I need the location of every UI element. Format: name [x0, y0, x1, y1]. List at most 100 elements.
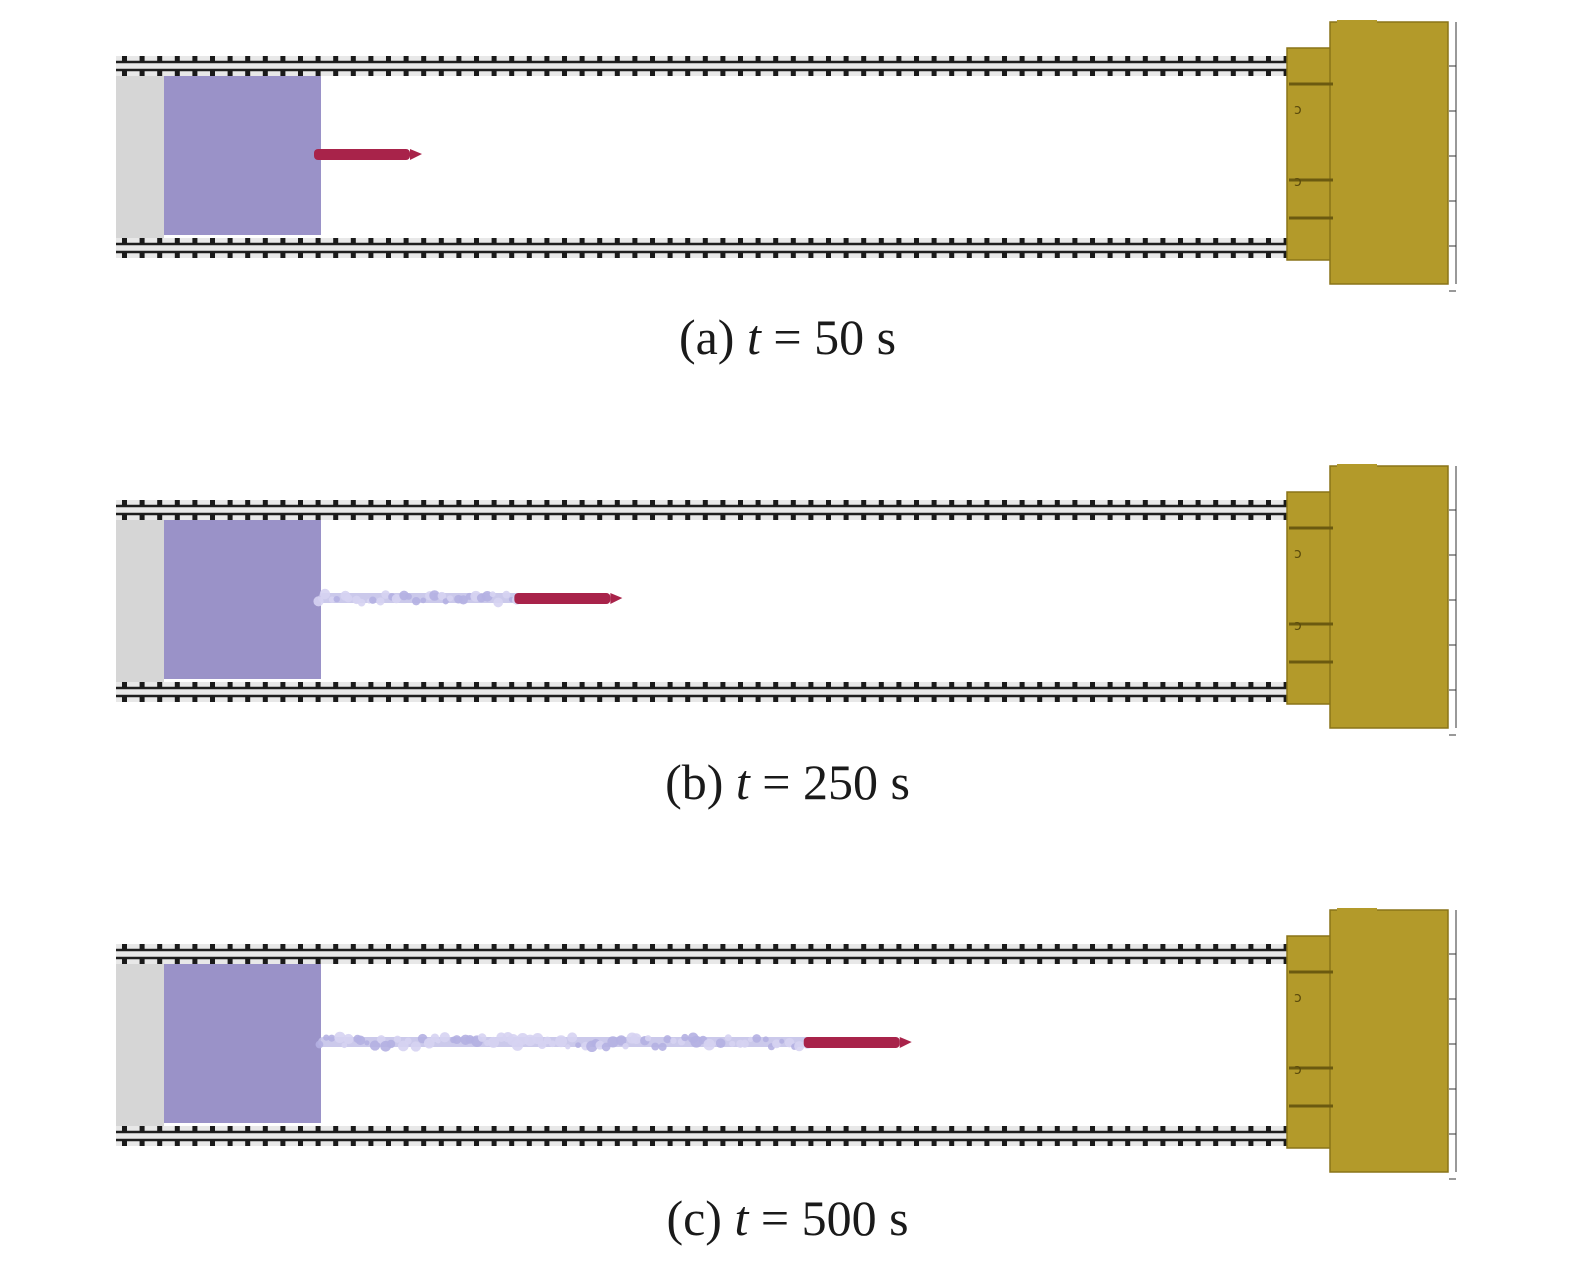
sleeper-tick: [403, 70, 409, 76]
sleeper-tick: [1178, 958, 1183, 964]
sleeper-tick: [949, 682, 955, 688]
sleeper-tick: [122, 252, 127, 258]
sleeper-tick: [210, 70, 215, 76]
sleeper-tick: [544, 70, 550, 76]
sleeper-tick: [878, 514, 884, 520]
sleeper-tick: [1283, 1126, 1289, 1132]
sleeper-tick: [720, 70, 726, 76]
sleeper-tick: [1125, 238, 1131, 244]
trail-puff: [437, 591, 447, 601]
sleeper-tick: [474, 56, 479, 62]
sleeper-tick: [139, 70, 145, 76]
sleeper-tick: [1019, 1140, 1025, 1146]
sleeper-tick: [1213, 252, 1219, 258]
sleeper-tick: [738, 696, 743, 702]
sleeper-tick: [1072, 1126, 1078, 1132]
sleeper-tick: [210, 1126, 215, 1132]
sleeper-tick: [280, 696, 286, 702]
trail-puff: [452, 1035, 462, 1044]
sleeper-tick: [597, 238, 603, 244]
sleeper-tick: [227, 252, 233, 258]
sleeper-tick: [1019, 696, 1025, 702]
sleeper-tick: [1283, 696, 1289, 702]
sleeper-tick: [174, 252, 180, 258]
sleeper-tick: [368, 682, 374, 688]
sleeper-tick: [878, 500, 884, 506]
sleeper-tick: [1230, 1126, 1236, 1132]
sleeper-tick: [474, 500, 479, 506]
sleeper-tick: [315, 1140, 321, 1146]
panel-b: ɔɔ: [116, 464, 1457, 736]
sleeper-tick: [1142, 682, 1148, 688]
sleeper-tick: [1125, 696, 1131, 702]
sleeper-tick: [474, 958, 479, 964]
machine-mark: ɔ: [1294, 990, 1302, 1006]
sleeper-tick: [157, 252, 163, 258]
sleeper-tick: [368, 944, 374, 950]
sleeper-tick: [456, 944, 462, 950]
sleeper-tick: [262, 238, 268, 244]
sleeper-tick: [562, 514, 567, 520]
trail-puff: [663, 1035, 672, 1044]
sleeper-tick: [1019, 500, 1025, 506]
sleeper-tick: [491, 500, 497, 506]
sleeper-tick: [984, 70, 990, 76]
sleeper-tick: [773, 944, 779, 950]
sleeper-tick: [227, 958, 233, 964]
sleeper-tick: [1125, 1126, 1131, 1132]
sleeper-tick: [262, 252, 268, 258]
caption-b-prefix: (b): [665, 754, 736, 810]
sleeper-tick: [280, 514, 286, 520]
sleeper-tick: [280, 1140, 286, 1146]
sleeper-tick: [456, 1140, 462, 1146]
sleeper-tick: [456, 56, 462, 62]
sleeper-tick: [174, 696, 180, 702]
sleeper-tick: [1142, 252, 1148, 258]
sleeper-tick: [1195, 70, 1201, 76]
sleeper-tick: [1213, 944, 1219, 950]
sleeper-tick: [1142, 696, 1148, 702]
sleeper-tick: [227, 1126, 233, 1132]
sleeper-tick: [1019, 56, 1025, 62]
sleeper-tick: [1178, 514, 1183, 520]
sleeper-tick: [1090, 70, 1095, 76]
sleeper-tick: [579, 944, 585, 950]
projectile-tip: [899, 1037, 912, 1048]
sleeper-tick: [914, 70, 919, 76]
sleeper-tick: [174, 70, 180, 76]
sleeper-tick: [1037, 682, 1043, 688]
machine-body: [1329, 465, 1449, 729]
trail-puff: [429, 590, 440, 601]
trail-puff: [364, 1040, 370, 1046]
sleeper-tick: [984, 944, 990, 950]
sleeper-tick: [157, 56, 163, 62]
sleeper-tick: [139, 1140, 145, 1146]
sleeper-tick: [139, 500, 145, 506]
sleeper-tick: [192, 1140, 198, 1146]
sleeper-tick: [1266, 1126, 1271, 1132]
sleeper-tick: [632, 1126, 638, 1132]
sleeper-tick: [614, 696, 620, 702]
sleeper-tick: [139, 56, 145, 62]
sleeper-tick: [1266, 696, 1271, 702]
source-block: [164, 960, 321, 1123]
sleeper-tick: [403, 500, 409, 506]
panel-c: ɔɔ: [116, 908, 1457, 1180]
sleeper-tick: [210, 958, 215, 964]
sleeper-tick: [632, 944, 638, 950]
caption-a-var: t: [746, 309, 761, 365]
sleeper-tick: [738, 56, 743, 62]
machine-mark: ɔ: [1294, 102, 1302, 118]
sleeper-tick: [491, 70, 497, 76]
sleeper-tick: [1230, 696, 1236, 702]
sleeper-tick: [826, 944, 831, 950]
trail-puff: [575, 1042, 581, 1049]
sleeper-tick: [597, 1126, 603, 1132]
sleeper-tick: [245, 500, 251, 506]
sleeper-tick: [192, 238, 198, 244]
sleeper-tick: [509, 238, 515, 244]
sleeper-tick: [192, 958, 198, 964]
sleeper-tick: [861, 682, 867, 688]
sleeper-tick: [826, 1140, 831, 1146]
sleeper-tick: [1054, 70, 1060, 76]
